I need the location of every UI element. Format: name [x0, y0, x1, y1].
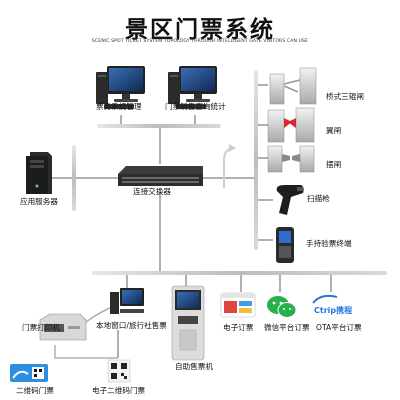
label-handheld: 手持验票终端 [306, 239, 352, 248]
scanner-gun-icon [276, 185, 304, 215]
label-kiosk: 自助售票机 [175, 362, 213, 371]
ticket-icon [10, 364, 48, 382]
label-wing-gate: 翼闸 [326, 126, 342, 135]
page-title: 景区门票系统 [125, 17, 275, 43]
kiosk-icon [171, 285, 205, 361]
page-subtitle: SCENIC SPOT TICKET SYSTEM TOPOLOGY THROU… [91, 39, 309, 44]
label-local-window: 本地窗口/旅行社售票 [96, 321, 167, 330]
wechat-icon [267, 296, 297, 318]
monitor-icon [110, 288, 144, 314]
turnstile-icon [269, 67, 317, 105]
printer-icon [39, 313, 87, 341]
label-bridge-gate: 桥式三辊闸 [326, 92, 364, 101]
label-online-ticket: 电子订票 [223, 323, 254, 332]
label-wechat-ticket: 微信平台订票 [264, 323, 310, 332]
label-ticket-mgmt: 票务系统管理 [96, 102, 142, 111]
label-ticket-printer: 门票打印机 [22, 323, 60, 332]
connection-lines [50, 70, 387, 359]
qr-code-icon [107, 359, 131, 383]
swing-gate-icon [267, 145, 315, 173]
label-swing-gate: 摆闸 [326, 160, 342, 169]
ctrip-logo-text: Ctrip携程 [314, 305, 352, 315]
label-sales-stats: 门票销售查询统计 [165, 102, 226, 111]
wing-gate-icon [267, 107, 315, 143]
handheld-terminal-icon [276, 227, 294, 263]
label-scanner: 扫描枪 [307, 194, 330, 203]
label-ota-ticket: OTA平台订票 [316, 323, 362, 332]
monitor-icon [96, 66, 145, 109]
label-e-qr-ticket: 电子二维码门票 [92, 386, 146, 395]
browser-icon [220, 292, 256, 318]
switch-icon [118, 166, 203, 186]
monitor-icon [168, 66, 217, 109]
label-app-server: 应用服务器 [20, 197, 58, 206]
label-switch: 连接交换器 [133, 187, 171, 196]
ctrip-icon: Ctrip携程 [312, 294, 352, 315]
server-icon [26, 152, 52, 194]
label-qr-ticket: 二维码门票 [16, 386, 54, 395]
